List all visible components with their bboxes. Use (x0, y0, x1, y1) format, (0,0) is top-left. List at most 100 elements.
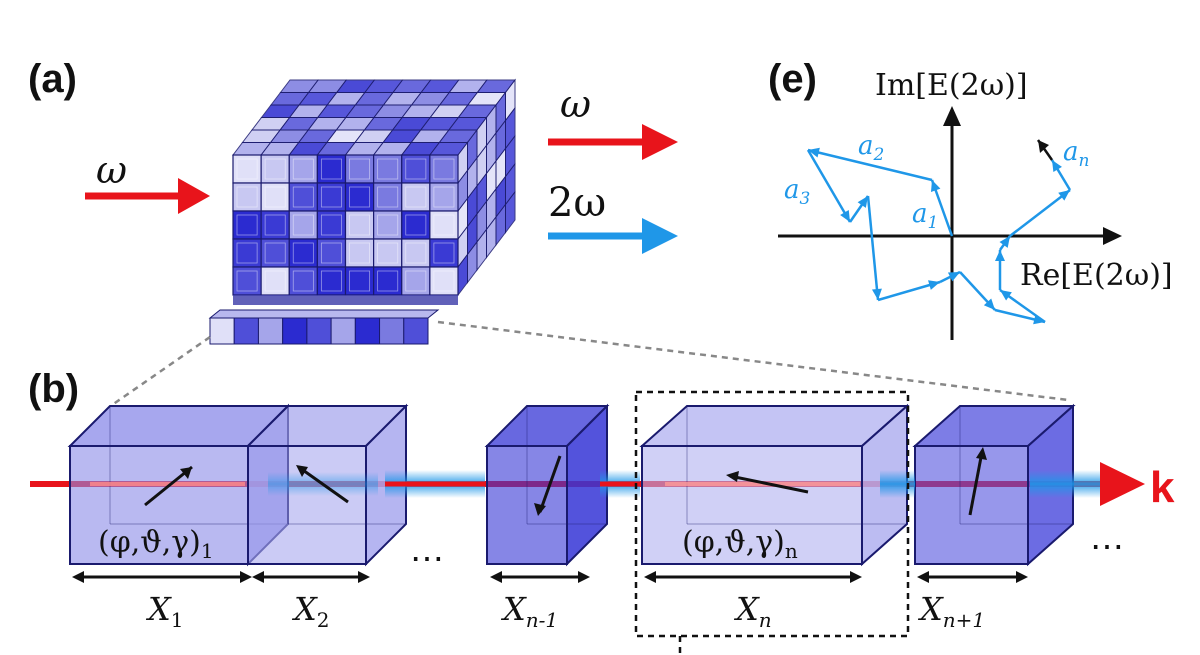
voxel-highlight (349, 186, 371, 208)
voxel-highlight (433, 158, 455, 180)
segment-label-xn+1: Xn+1 (917, 590, 985, 632)
y-axis-label: Im[E(2ω)] (875, 68, 1028, 103)
voxel-front (373, 154, 403, 184)
width-arrow-head-right (358, 571, 370, 583)
beam-k-label: k (1150, 463, 1175, 512)
slab-cell (403, 317, 429, 345)
voxel-front (344, 154, 375, 184)
panel-label-e: (e) (768, 57, 817, 101)
voxel-front (429, 182, 459, 212)
voxel-crystal-cube (231, 78, 517, 305)
voxel-front (288, 210, 318, 240)
phasor-step (866, 195, 880, 301)
voxel-highlight (264, 270, 286, 292)
slab-cell (330, 317, 356, 345)
params-label-1: (φ,ϑ,γ)1 (98, 525, 214, 563)
phasor-step-head (1052, 160, 1062, 173)
width-arrow-head-left (252, 571, 264, 583)
phasor-step-head (1000, 290, 1012, 301)
voxel-front (316, 266, 347, 296)
phasor-step-head (840, 209, 850, 222)
voxel-highlight (292, 270, 314, 292)
slab-cell (306, 317, 332, 345)
phasor-step-head (947, 272, 960, 282)
phasor-label-an: an (1063, 137, 1089, 171)
voxel-front (316, 154, 347, 184)
phasor-step (806, 149, 852, 223)
voxel-highlight (264, 242, 286, 264)
phasor-step-head (930, 180, 941, 193)
x-axis-label: Re[E(2ω)] (1020, 258, 1173, 293)
voxel-highlight (377, 186, 399, 208)
width-arrow-head-left (917, 571, 929, 583)
voxel-highlight (405, 242, 427, 264)
box-front (247, 445, 367, 565)
phasor-step-head (857, 196, 868, 208)
voxel-highlight (292, 186, 314, 208)
panel-label-a: (a) (28, 57, 77, 101)
box-front (69, 445, 249, 565)
phasor-final-head (1038, 140, 1049, 153)
output-fundamental-arrow (548, 124, 678, 160)
voxel-front (232, 238, 262, 268)
voxel-front (232, 182, 262, 212)
voxel-highlight (236, 214, 258, 236)
width-arrow-head-right (578, 571, 590, 583)
voxel-highlight (320, 242, 342, 264)
cube-base-shadow (233, 295, 458, 305)
voxel-highlight (236, 158, 258, 180)
voxel-highlight (236, 186, 258, 208)
width-arrow-head-left (644, 571, 656, 583)
phasor-random-walk (806, 139, 1072, 325)
segment-width-arrows (72, 571, 1028, 583)
voxel-front (316, 182, 347, 212)
voxel-highlight (264, 158, 286, 180)
output-shg-arrow (548, 218, 678, 254)
voxel-highlight (320, 158, 342, 180)
box-front (641, 445, 863, 565)
slab-cell (233, 317, 259, 345)
phasor-step-head (871, 288, 882, 300)
voxel-front (401, 154, 431, 184)
phasor-axes (778, 106, 1122, 340)
voxel-side (505, 190, 516, 234)
width-arrow-head-right (850, 571, 862, 583)
voxel-highlight (377, 242, 399, 264)
slab-cell (282, 317, 308, 345)
voxel-front (288, 266, 318, 296)
ellipsis-right: ⋯ (1090, 527, 1124, 567)
input-beam-arrow (85, 178, 210, 214)
box-front (486, 445, 568, 565)
crystal-slab-strip (208, 309, 440, 345)
voxel-front (344, 238, 375, 268)
output-omega-label: ω (560, 82, 591, 126)
voxel-front (344, 266, 375, 296)
zoom-line-left (111, 335, 211, 407)
phasor-step-head (995, 250, 1005, 261)
voxel-front (429, 238, 459, 268)
phasor-step-head (983, 298, 995, 310)
voxel-front (288, 182, 318, 212)
width-arrow-head-left (490, 571, 502, 583)
segment-box-2 (245, 403, 409, 567)
ellipsis-middle: ⋯ (410, 539, 444, 579)
crystal-segments (67, 403, 1076, 567)
voxel-highlight (349, 242, 371, 264)
phasor-label-a1: a1 (912, 199, 938, 233)
voxel-highlight (405, 214, 427, 236)
output-2omega-label: 2ω (548, 180, 606, 226)
voxel-highlight (405, 186, 427, 208)
panel-label-b: (b) (28, 367, 79, 411)
phasor-label-a2: a2 (858, 131, 884, 165)
input-omega-label: ω (96, 148, 127, 192)
segment-label-xn-1: Xn-1 (500, 590, 558, 632)
phasor-label-a3: a3 (784, 175, 810, 209)
segment-label-xn: Xn (733, 590, 772, 632)
voxel-highlight (377, 214, 399, 236)
slab-top (208, 309, 440, 319)
orientation-arrows (144, 447, 987, 516)
phasor-step-head (1058, 190, 1070, 201)
voxel-front (232, 266, 262, 296)
